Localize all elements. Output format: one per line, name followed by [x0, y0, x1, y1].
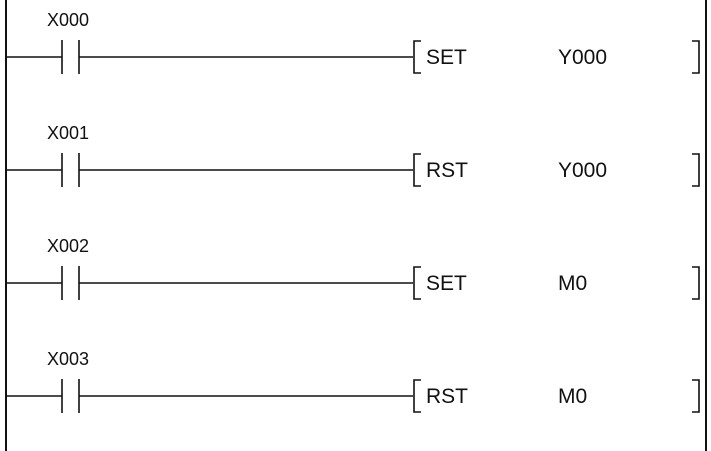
- left-bracket-icon: [413, 266, 421, 300]
- contact-label: X002: [47, 236, 89, 256]
- no-contact-symbol[interactable]: [61, 153, 80, 187]
- no-contact-symbol[interactable]: [61, 266, 80, 300]
- left-bracket-icon: [413, 153, 421, 187]
- contact-label: X001: [47, 123, 89, 143]
- instruction-label: SET: [426, 272, 467, 295]
- right-bracket-icon: [692, 266, 700, 300]
- no-contact-symbol[interactable]: [61, 40, 80, 74]
- left-bracket-icon: [413, 40, 421, 74]
- rung-0[interactable]: X000 SET Y000: [6, 10, 700, 74]
- operand-label: M0: [558, 385, 587, 408]
- rung-1[interactable]: X001 RST Y000: [6, 123, 700, 187]
- instruction-label: RST: [426, 385, 468, 408]
- no-contact-symbol[interactable]: [61, 379, 80, 413]
- operand-label: Y000: [558, 159, 607, 182]
- rung-2[interactable]: X002 SET M0: [6, 236, 700, 300]
- operand-label: M0: [558, 272, 587, 295]
- left-bracket-icon: [413, 379, 421, 413]
- right-bracket-icon: [692, 153, 700, 187]
- rung-3[interactable]: X003 RST M0: [6, 349, 700, 413]
- right-bracket-icon: [692, 40, 700, 74]
- operand-label: Y000: [558, 46, 607, 69]
- instruction-label: RST: [426, 159, 468, 182]
- instruction-label: SET: [426, 46, 467, 69]
- contact-label: X003: [47, 349, 89, 369]
- contact-label: X000: [47, 10, 89, 30]
- right-bracket-icon: [692, 379, 700, 413]
